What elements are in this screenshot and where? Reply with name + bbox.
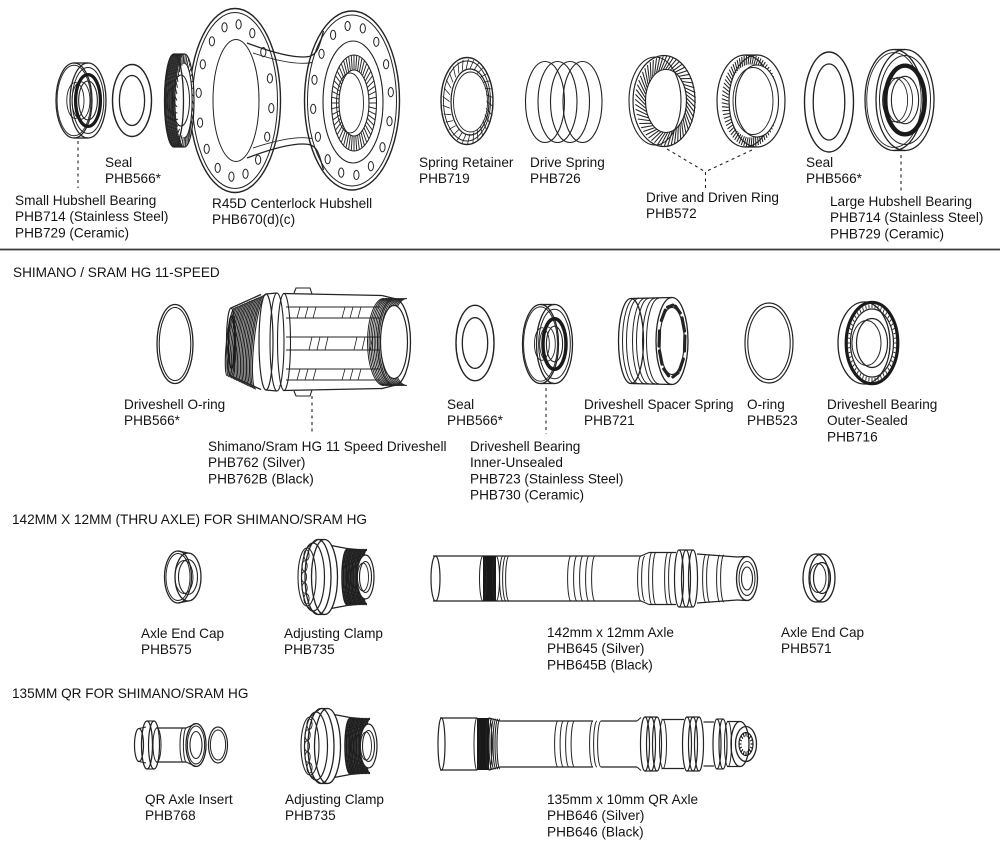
svg-text:Shimano/Sram HG 11 Speed Drive: Shimano/Sram HG 11 Speed Driveshell [208, 439, 447, 454]
svg-text:QR Axle Insert: QR Axle Insert [145, 792, 233, 807]
svg-text:PHB646 (Black): PHB646 (Black) [547, 824, 644, 839]
svg-text:Driveshell Bearing: Driveshell Bearing [470, 439, 580, 454]
svg-text:Adjusting Clamp: Adjusting Clamp [284, 626, 383, 641]
svg-text:PHB768: PHB768 [145, 808, 196, 823]
svg-text:Driveshell Spacer Spring: Driveshell Spacer Spring [584, 397, 734, 412]
svg-text:PHB645B (Black): PHB645B (Black) [547, 657, 653, 672]
svg-text:PHB714 (Stainless Steel): PHB714 (Stainless Steel) [830, 210, 983, 225]
svg-text:PHB716: PHB716 [827, 429, 878, 444]
svg-text:PHB723 (Stainless Steel): PHB723 (Stainless Steel) [470, 471, 623, 486]
svg-text:Adjusting Clamp: Adjusting Clamp [285, 792, 384, 807]
svg-text:135MM QR FOR SHIMANO/SRAM HG: 135MM QR FOR SHIMANO/SRAM HG [12, 686, 248, 701]
svg-text:PHB670(d)(c): PHB670(d)(c) [212, 212, 295, 227]
svg-text:PHB566*: PHB566* [124, 413, 181, 428]
svg-text:PHB523: PHB523 [747, 413, 798, 428]
svg-text:PHB721: PHB721 [584, 413, 635, 428]
svg-text:SHIMANO / SRAM HG 11-SPEED: SHIMANO / SRAM HG 11-SPEED [13, 265, 220, 280]
svg-text:Outer-Sealed: Outer-Sealed [827, 413, 908, 428]
svg-text:PHB730 (Ceramic): PHB730 (Ceramic) [470, 488, 584, 503]
svg-text:PHB566*: PHB566* [447, 413, 504, 428]
svg-text:PHB575: PHB575 [141, 642, 192, 657]
svg-text:PHB729 (Ceramic): PHB729 (Ceramic) [830, 226, 944, 241]
svg-text:Driveshell Bearing: Driveshell Bearing [827, 397, 937, 412]
svg-text:Small Hubshell Bearing: Small Hubshell Bearing [15, 193, 156, 208]
svg-text:PHB646 (Silver): PHB646 (Silver) [547, 808, 644, 823]
svg-text:135mm x 10mm QR Axle: 135mm x 10mm QR Axle [547, 792, 698, 807]
svg-text:Axle End Cap: Axle End Cap [141, 626, 224, 641]
svg-text:R45D Centerlock Hubshell: R45D Centerlock Hubshell [212, 196, 372, 211]
svg-text:Seal: Seal [447, 397, 474, 412]
svg-text:142mm x 12mm Axle: 142mm x 12mm Axle [547, 625, 674, 640]
svg-text:Inner-Unsealed: Inner-Unsealed [470, 455, 563, 470]
svg-text:PHB726: PHB726 [530, 171, 581, 186]
svg-text:Spring Retainer: Spring Retainer [419, 155, 514, 170]
svg-text:PHB572: PHB572 [646, 206, 697, 221]
svg-text:PHB719: PHB719 [419, 171, 470, 186]
svg-text:Seal: Seal [806, 155, 833, 170]
svg-text:142MM X 12MM (THRU AXLE) FOR S: 142MM X 12MM (THRU AXLE) FOR SHIMANO/SRA… [12, 512, 367, 527]
svg-text:Large Hubshell Bearing: Large Hubshell Bearing [830, 194, 972, 209]
svg-text:PHB762 (Silver): PHB762 (Silver) [208, 455, 305, 470]
svg-text:PHB566*: PHB566* [806, 171, 863, 186]
svg-text:PHB735: PHB735 [284, 642, 335, 657]
svg-text:Drive and Driven Ring: Drive and Driven Ring [646, 190, 779, 205]
svg-text:PHB729 (Ceramic): PHB729 (Ceramic) [15, 225, 129, 240]
svg-text:PHB714 (Stainless Steel): PHB714 (Stainless Steel) [15, 209, 168, 224]
svg-text:Seal: Seal [105, 155, 132, 170]
svg-text:PHB735: PHB735 [285, 808, 336, 823]
svg-text:PHB645 (Silver): PHB645 (Silver) [547, 641, 644, 656]
svg-text:Drive Spring: Drive Spring [530, 155, 605, 170]
svg-text:PHB566*: PHB566* [105, 171, 162, 186]
svg-text:PHB762B (Black): PHB762B (Black) [208, 471, 314, 486]
svg-text:Driveshell O-ring: Driveshell O-ring [124, 397, 225, 412]
svg-text:O-ring: O-ring [747, 397, 785, 412]
svg-text:PHB571: PHB571 [781, 641, 832, 656]
svg-text:Axle End Cap: Axle End Cap [781, 625, 864, 640]
